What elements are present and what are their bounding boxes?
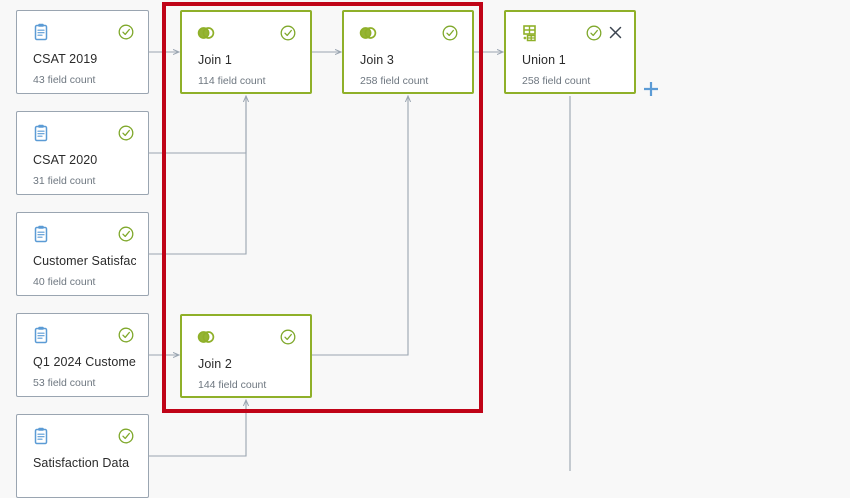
- clipboard-icon: [34, 124, 48, 142]
- satisfaction-data-status-icon: [118, 428, 134, 444]
- plus-icon[interactable]: [641, 79, 661, 99]
- node-q1-2024-customer-sa[interactable]: Q1 2024 Customer Sa... 53 field count: [16, 313, 149, 397]
- clipboard-icon: [34, 23, 48, 41]
- node-csat-2019[interactable]: CSAT 2019 43 field count: [16, 10, 149, 94]
- csat-2020-field-count: 31 field count: [33, 175, 96, 187]
- join-2-type-icon: [197, 328, 215, 346]
- union-1-close-button[interactable]: [608, 25, 623, 40]
- check-circle-icon: [118, 428, 134, 444]
- check-circle-icon: [118, 226, 134, 242]
- join-1-status-icon: [280, 25, 296, 41]
- node-customer-satisfaction[interactable]: Customer Satisfaction... 40 field count: [16, 212, 149, 296]
- csat-2020-title: CSAT 2020: [33, 153, 98, 167]
- q1-2024-customer-sa-title: Q1 2024 Customer Sa...: [33, 355, 136, 369]
- clipboard-icon: [34, 326, 48, 344]
- join-2-field-count: 144 field count: [198, 379, 267, 391]
- union-1-status-icon: [586, 25, 602, 41]
- node-satisfaction-data[interactable]: Satisfaction Data: [16, 414, 149, 498]
- join-1-type-icon: [197, 24, 215, 42]
- union-table-icon: [523, 25, 536, 42]
- q1-2024-customer-sa-field-count: 53 field count: [33, 377, 96, 389]
- check-circle-icon: [118, 24, 134, 40]
- plus-icon-glyph: [644, 82, 658, 96]
- csat-2019-title: CSAT 2019: [33, 52, 98, 66]
- customer-satisfaction-field-count: 40 field count: [33, 276, 96, 288]
- connector-layer: [149, 0, 571, 471]
- venn-join-icon: [359, 27, 377, 39]
- node-union-1[interactable]: Union 1 258 field count: [504, 10, 636, 94]
- csat-2019-type-icon: [32, 23, 50, 41]
- clipboard-icon: [34, 427, 48, 445]
- csat-2019-status-icon: [118, 24, 134, 40]
- csat-2020-type-icon: [32, 124, 50, 142]
- customer-satisfaction-type-icon: [32, 225, 50, 243]
- q1-2024-customer-sa-status-icon: [118, 327, 134, 343]
- node-join-3[interactable]: Join 3 258 field count: [342, 10, 474, 94]
- check-circle-icon: [280, 25, 296, 41]
- join-3-title: Join 3: [360, 53, 394, 67]
- join-1-field-count: 114 field count: [198, 75, 266, 87]
- union-1-field-count: 258 field count: [522, 75, 591, 87]
- join-2-title: Join 2: [198, 357, 232, 371]
- join-1-title: Join 1: [198, 53, 232, 67]
- join-3-status-icon: [442, 25, 458, 41]
- check-circle-icon: [118, 125, 134, 141]
- venn-join-icon: [197, 331, 215, 343]
- check-circle-icon: [280, 329, 296, 345]
- customer-satisfaction-status-icon: [118, 226, 134, 242]
- join-3-field-count: 258 field count: [360, 75, 429, 87]
- csat-2019-field-count: 43 field count: [33, 74, 96, 86]
- node-join-2[interactable]: Join 2 144 field count: [180, 314, 312, 398]
- venn-join-icon: [197, 27, 215, 39]
- csat-2020-status-icon: [118, 125, 134, 141]
- check-circle-icon: [118, 327, 134, 343]
- join-2-status-icon: [280, 329, 296, 345]
- q1-2024-customer-sa-type-icon: [32, 326, 50, 344]
- node-join-1[interactable]: Join 1 114 field count: [180, 10, 312, 94]
- close-icon: [609, 26, 622, 39]
- satisfaction-data-title: Satisfaction Data: [33, 456, 130, 470]
- union-1-title: Union 1: [522, 53, 566, 67]
- customer-satisfaction-title: Customer Satisfaction...: [33, 254, 136, 268]
- union-1-type-icon: [521, 24, 539, 42]
- check-circle-icon: [442, 25, 458, 41]
- clipboard-icon: [34, 225, 48, 243]
- join-3-type-icon: [359, 24, 377, 42]
- check-circle-icon: [586, 25, 602, 41]
- satisfaction-data-type-icon: [32, 427, 50, 445]
- node-csat-2020[interactable]: CSAT 2020 31 field count: [16, 111, 149, 195]
